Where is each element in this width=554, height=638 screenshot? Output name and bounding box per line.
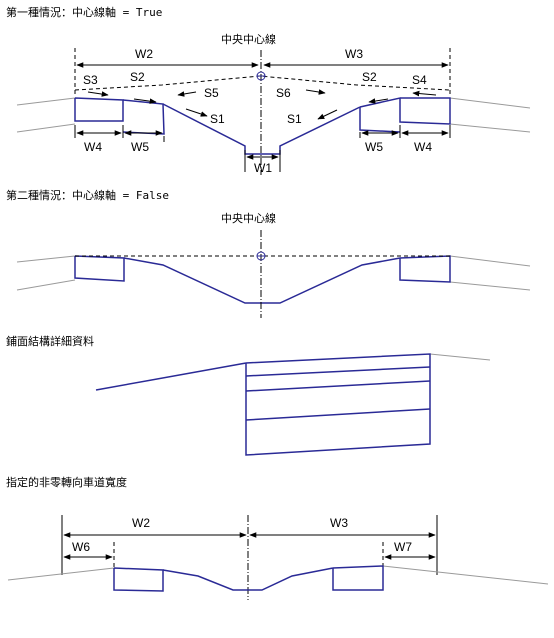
ditch-profile <box>162 103 361 155</box>
right-shoulder-block-2 <box>399 255 451 283</box>
ground-line-left-bottom <box>16 123 76 133</box>
pavement-diagram: 鋪面結構詳細資料 <box>6 334 491 456</box>
turn-lane-diagram: 指定的非零轉向車道寬度 W2 W3 W6 W7 <box>6 475 549 600</box>
turn-lanes-heading: 指定的非零轉向車道寬度 <box>6 475 127 489</box>
left-shoulder-block-2 <box>74 255 125 282</box>
pavement-ground-line <box>429 353 491 361</box>
right-lane-block <box>359 107 401 133</box>
case1-centerline-label: 中央中心線 <box>221 32 276 46</box>
tl-w7-label: W7 <box>394 540 412 554</box>
s5-arrow <box>177 91 197 97</box>
tl-left-block <box>113 567 164 592</box>
tl-ditch-profile <box>162 567 334 591</box>
case2-centerline-label: 中央中心線 <box>221 211 276 225</box>
ground-line-left-bottom-2 <box>16 279 76 291</box>
s3-arrow <box>87 91 109 97</box>
ground-line-left-top-2 <box>16 255 76 263</box>
w4-left-label: W4 <box>84 140 102 154</box>
w3-label: W3 <box>345 47 363 61</box>
left-shoulder-block <box>74 97 124 122</box>
pavement-outline <box>245 353 431 456</box>
w4-right-label: W4 <box>414 140 432 154</box>
pavement-slope-line <box>95 362 247 391</box>
s2-right-label: S2 <box>362 70 377 84</box>
ground-line-left-top <box>16 97 76 106</box>
left-lane-block <box>122 99 165 135</box>
w5-left-label: W5 <box>131 140 149 154</box>
s4-arrow <box>412 90 437 97</box>
s3-label: S3 <box>83 73 98 87</box>
case1-heading: 第一種情況：中心線軸 = True <box>6 5 162 19</box>
s1-right-arrow <box>317 109 338 120</box>
s2-left-label: S2 <box>130 70 145 84</box>
ditch-profile-2 <box>123 257 401 304</box>
case1-diagram: 第一種情況：中心線軸 = True 中央中心線 W2 <box>6 5 531 175</box>
pavement-layer-3 <box>245 408 431 421</box>
w1-label: W1 <box>254 161 272 175</box>
pavement-layer-2 <box>245 380 431 392</box>
w5-right-label: W5 <box>365 140 383 154</box>
s1-left-arrow <box>185 108 208 117</box>
s4-label: S4 <box>412 73 427 87</box>
tl-right-block <box>332 565 384 591</box>
ground-line-right-top <box>449 97 531 109</box>
s2-right-arrow <box>368 98 389 104</box>
s5-label: S5 <box>204 86 219 100</box>
tl-w2-label: W2 <box>132 516 150 530</box>
s1-right-label: S1 <box>287 112 302 126</box>
right-shoulder-block <box>359 97 451 125</box>
tl-w3-label: W3 <box>330 516 348 530</box>
tl-ground-right <box>382 565 549 585</box>
ground-line-right-bottom <box>449 123 531 133</box>
s6-label: S6 <box>276 86 291 100</box>
s6-arrow <box>305 89 326 95</box>
tl-ground-left <box>7 567 115 581</box>
w2-label: W2 <box>135 47 153 61</box>
tl-w6-label: W6 <box>72 540 90 554</box>
s2-left-arrow <box>133 98 157 104</box>
case2-diagram: 第二種情況：中心線軸 = False 中央中心線 <box>6 188 531 318</box>
ground-line-right-bottom-2 <box>449 281 531 291</box>
case2-heading: 第二種情況：中心線軸 = False <box>6 188 169 202</box>
s1-left-label: S1 <box>210 112 225 126</box>
pavement-layer-1 <box>245 366 431 377</box>
ground-line-right-top-2 <box>449 255 531 267</box>
pavement-heading: 鋪面結構詳細資料 <box>6 334 94 348</box>
